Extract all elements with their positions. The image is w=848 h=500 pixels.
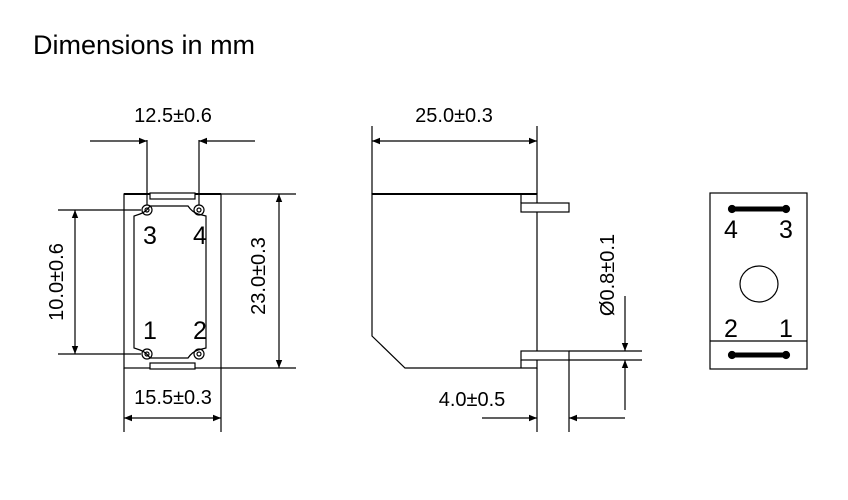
diagram-title: Dimensions in mm <box>33 30 256 60</box>
pin-hole-2 <box>193 348 205 360</box>
pin-diameter-label: Ø0.8±0.1 <box>597 234 619 316</box>
pin-offset-label: 4.0±0.5 <box>439 389 506 411</box>
side-body-outline <box>371 193 538 369</box>
bottom-pin-4-label: 4 <box>724 216 738 244</box>
top-width-label: 12.5±0.6 <box>134 105 212 127</box>
front-view <box>58 137 296 432</box>
side-pin-top <box>520 202 570 213</box>
bottom-pin-1-label: 1 <box>779 315 793 343</box>
center-hole <box>739 265 779 303</box>
front-pin-4-label: 4 <box>193 222 207 250</box>
front-pin-2-label: 2 <box>193 317 207 345</box>
pin-hole-1 <box>141 348 153 360</box>
length-label: 25.0±0.3 <box>415 105 493 127</box>
right-height-label: 23.0±0.3 <box>248 237 270 315</box>
side-view <box>371 126 642 432</box>
left-height-label: 10.0±0.6 <box>46 243 68 321</box>
front-pin-3-label: 3 <box>143 222 157 250</box>
side-pin-bottom <box>520 350 570 361</box>
pin-hole-4 <box>193 204 205 216</box>
bottom-body-outline <box>709 192 808 370</box>
bottom-width-label: 15.5±0.3 <box>134 387 212 409</box>
bottom-view <box>709 192 808 370</box>
bottom-pin-2-label: 2 <box>724 315 738 343</box>
bottom-pin-3-label: 3 <box>779 216 793 244</box>
front-pin-1-label: 1 <box>143 317 157 345</box>
